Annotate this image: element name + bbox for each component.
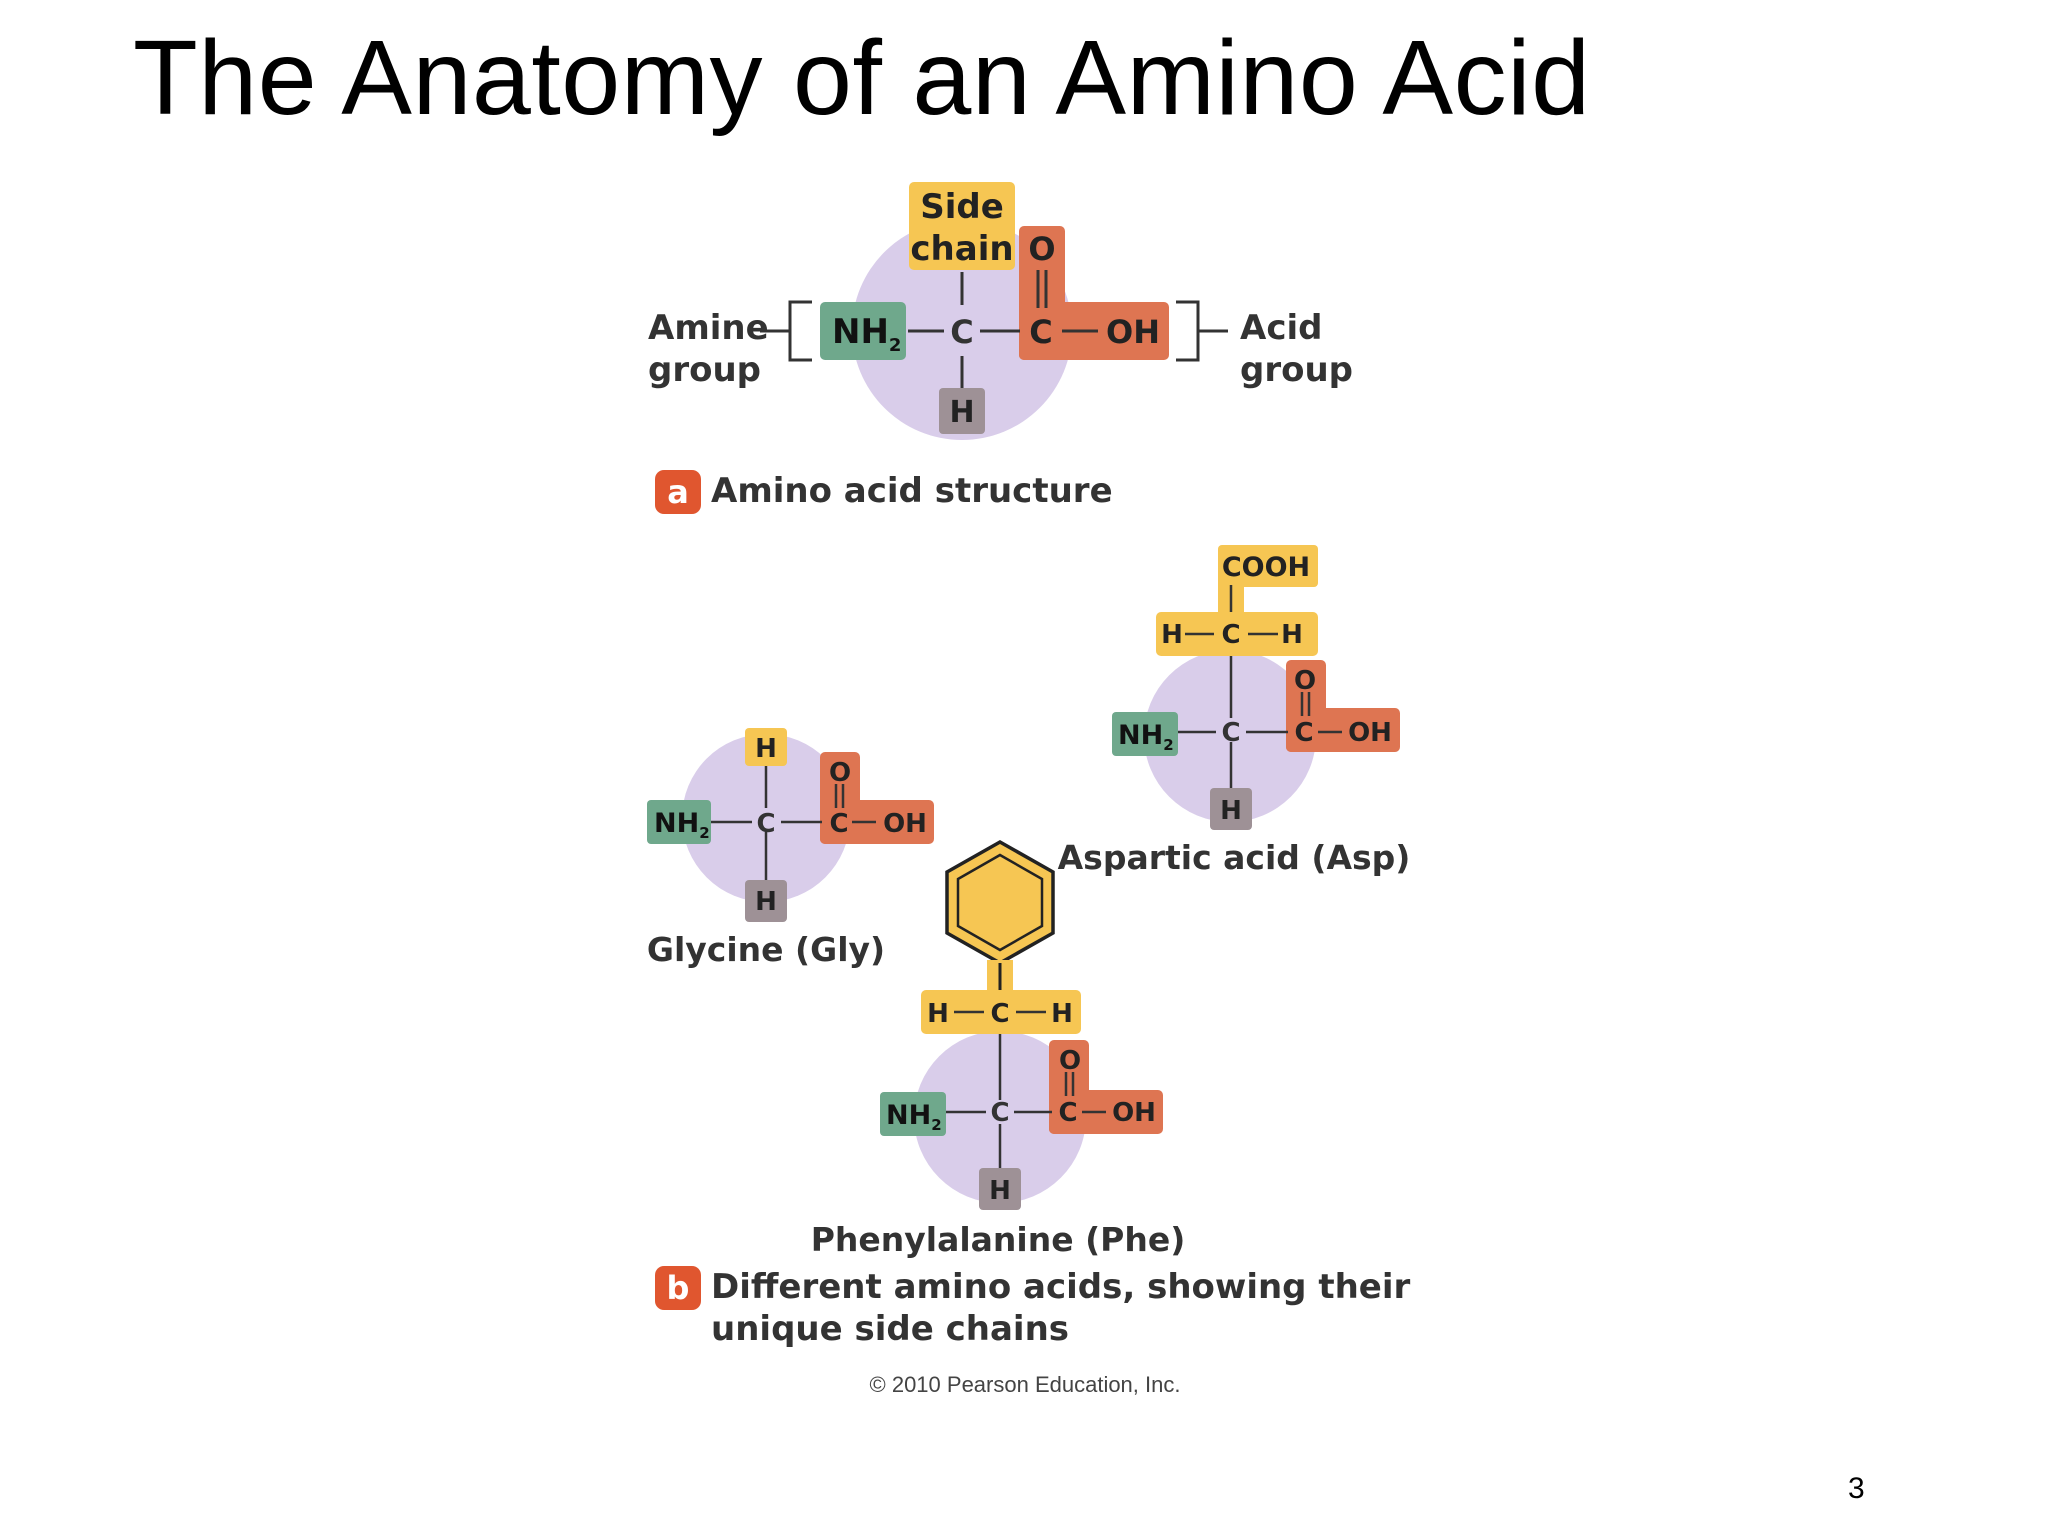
amine-nh2: NH2 bbox=[832, 312, 901, 356]
glycine-acid-box-horizontal bbox=[820, 800, 934, 844]
glycine-nh2: NH2 bbox=[654, 808, 710, 842]
phenylalanine-nh2: NH2 bbox=[886, 1100, 942, 1134]
phenylalanine-carboxyl-carbon: C bbox=[1058, 1098, 1077, 1128]
alpha-hydrogen: H bbox=[949, 395, 974, 430]
phenylalanine-ch2-h-left: H bbox=[927, 999, 949, 1029]
glycine-h-box bbox=[745, 880, 787, 922]
acid-group-label-line1: Acid bbox=[1240, 308, 1322, 348]
phenylalanine-diagram: H C H NH2 C O C OH H Phenylalanine (Phe) bbox=[811, 839, 1186, 1259]
amine-box bbox=[820, 302, 906, 360]
phenylalanine-h-box bbox=[979, 1168, 1021, 1210]
glycine-name: Glycine (Gly) bbox=[647, 930, 885, 969]
side-chain-box bbox=[909, 182, 1015, 270]
aspartic-oh: OH bbox=[1348, 718, 1392, 748]
badge-a-letter: a bbox=[667, 473, 689, 511]
phenylalanine-ch2-c: C bbox=[990, 999, 1009, 1029]
phenylalanine-ch2-h-right: H bbox=[1051, 999, 1073, 1029]
phenylalanine-alpha-h: H bbox=[989, 1176, 1011, 1206]
aspartic-acid-diagram: COOH H C H NH2 C O C OH H Aspartic acid … bbox=[1058, 545, 1411, 877]
aspartic-alpha-carbon: C bbox=[1221, 718, 1240, 748]
aspartic-alpha-h: H bbox=[1220, 796, 1242, 826]
alpha-carbon: C bbox=[950, 313, 973, 351]
aspartic-cooh-box bbox=[1218, 545, 1318, 587]
glycine-amine-box bbox=[647, 800, 711, 844]
aspartic-acid-box-horizontal bbox=[1286, 708, 1400, 752]
glycine-side-h-box bbox=[745, 728, 787, 766]
glycine-alpha-carbon: C bbox=[756, 809, 775, 839]
aspartic-ch2-box bbox=[1156, 612, 1318, 656]
phenylalanine-amine-box bbox=[880, 1092, 946, 1136]
aspartic-h-box bbox=[1210, 788, 1252, 830]
glycine-carbonyl-oxygen: O bbox=[829, 758, 851, 788]
aspartic-carbonyl-oxygen: O bbox=[1294, 666, 1316, 696]
caption-b-group: b Different amino acids, showing their u… bbox=[655, 1266, 1411, 1349]
side-chain-label-line1: Side bbox=[920, 187, 1004, 227]
aspartic-name: Aspartic acid (Asp) bbox=[1058, 838, 1411, 877]
caption-b-line2: unique side chains bbox=[711, 1309, 1069, 1349]
phenylalanine-name: Phenylalanine (Phe) bbox=[811, 1220, 1186, 1259]
phenylalanine-ch2-box bbox=[921, 990, 1081, 1034]
acid-group-label-line2: group bbox=[1240, 350, 1353, 390]
slide-title: The Anatomy of an Amino Acid bbox=[133, 19, 1591, 137]
phenylalanine-alpha-carbon: C bbox=[990, 1098, 1009, 1128]
amine-group-label-line2: group bbox=[648, 350, 761, 390]
alpha-carbon-circle bbox=[852, 220, 1072, 440]
glycine-alpha-circle bbox=[682, 734, 850, 902]
aspartic-ch2-h-left: H bbox=[1161, 620, 1183, 650]
benzene-inner-ring bbox=[956, 853, 1044, 952]
side-chain-label-line2: chain bbox=[910, 229, 1013, 269]
glycine-side-h: H bbox=[755, 734, 777, 764]
carboxyl-carbon: C bbox=[1029, 313, 1052, 351]
caption-a: Amino acid structure bbox=[711, 471, 1113, 511]
aspartic-ch2-c: C bbox=[1221, 620, 1240, 650]
aspartic-carboxyl-carbon: C bbox=[1294, 718, 1313, 748]
glycine-alpha-h: H bbox=[755, 887, 777, 917]
amino-acid-structure-diagram: Side chain NH2 C O C OH H Amine group Ac… bbox=[648, 182, 1353, 514]
aspartic-cooh: COOH bbox=[1222, 552, 1310, 583]
aspartic-alpha-circle bbox=[1144, 650, 1316, 822]
phenylalanine-oh: OH bbox=[1112, 1098, 1156, 1128]
amine-group-label-line1: Amine bbox=[648, 308, 769, 348]
aspartic-amine-box bbox=[1112, 712, 1178, 756]
phenylalanine-carbonyl-oxygen: O bbox=[1059, 1046, 1081, 1076]
carbonyl-oxygen: O bbox=[1028, 230, 1055, 268]
phenylalanine-alpha-circle bbox=[914, 1031, 1086, 1203]
copyright-notice: © 2010 Pearson Education, Inc. bbox=[870, 1372, 1181, 1397]
benzene-ring bbox=[945, 839, 1055, 966]
badge-b bbox=[655, 1266, 701, 1310]
page-number: 3 bbox=[1848, 1472, 1865, 1505]
aspartic-ch2-h-right: H bbox=[1281, 620, 1303, 650]
caption-b-line1: Different amino acids, showing their bbox=[711, 1267, 1411, 1307]
hydroxyl-oh: OH bbox=[1106, 313, 1160, 351]
badge-a bbox=[655, 470, 701, 514]
glycine-diagram: H NH2 C O C OH H Glycine (Gly) bbox=[647, 728, 934, 969]
aspartic-nh2: NH2 bbox=[1118, 720, 1174, 754]
glycine-carboxyl-carbon: C bbox=[829, 809, 848, 839]
alpha-h-box bbox=[939, 388, 985, 434]
glycine-oh: OH bbox=[883, 809, 927, 839]
badge-b-letter: b bbox=[667, 1269, 690, 1307]
